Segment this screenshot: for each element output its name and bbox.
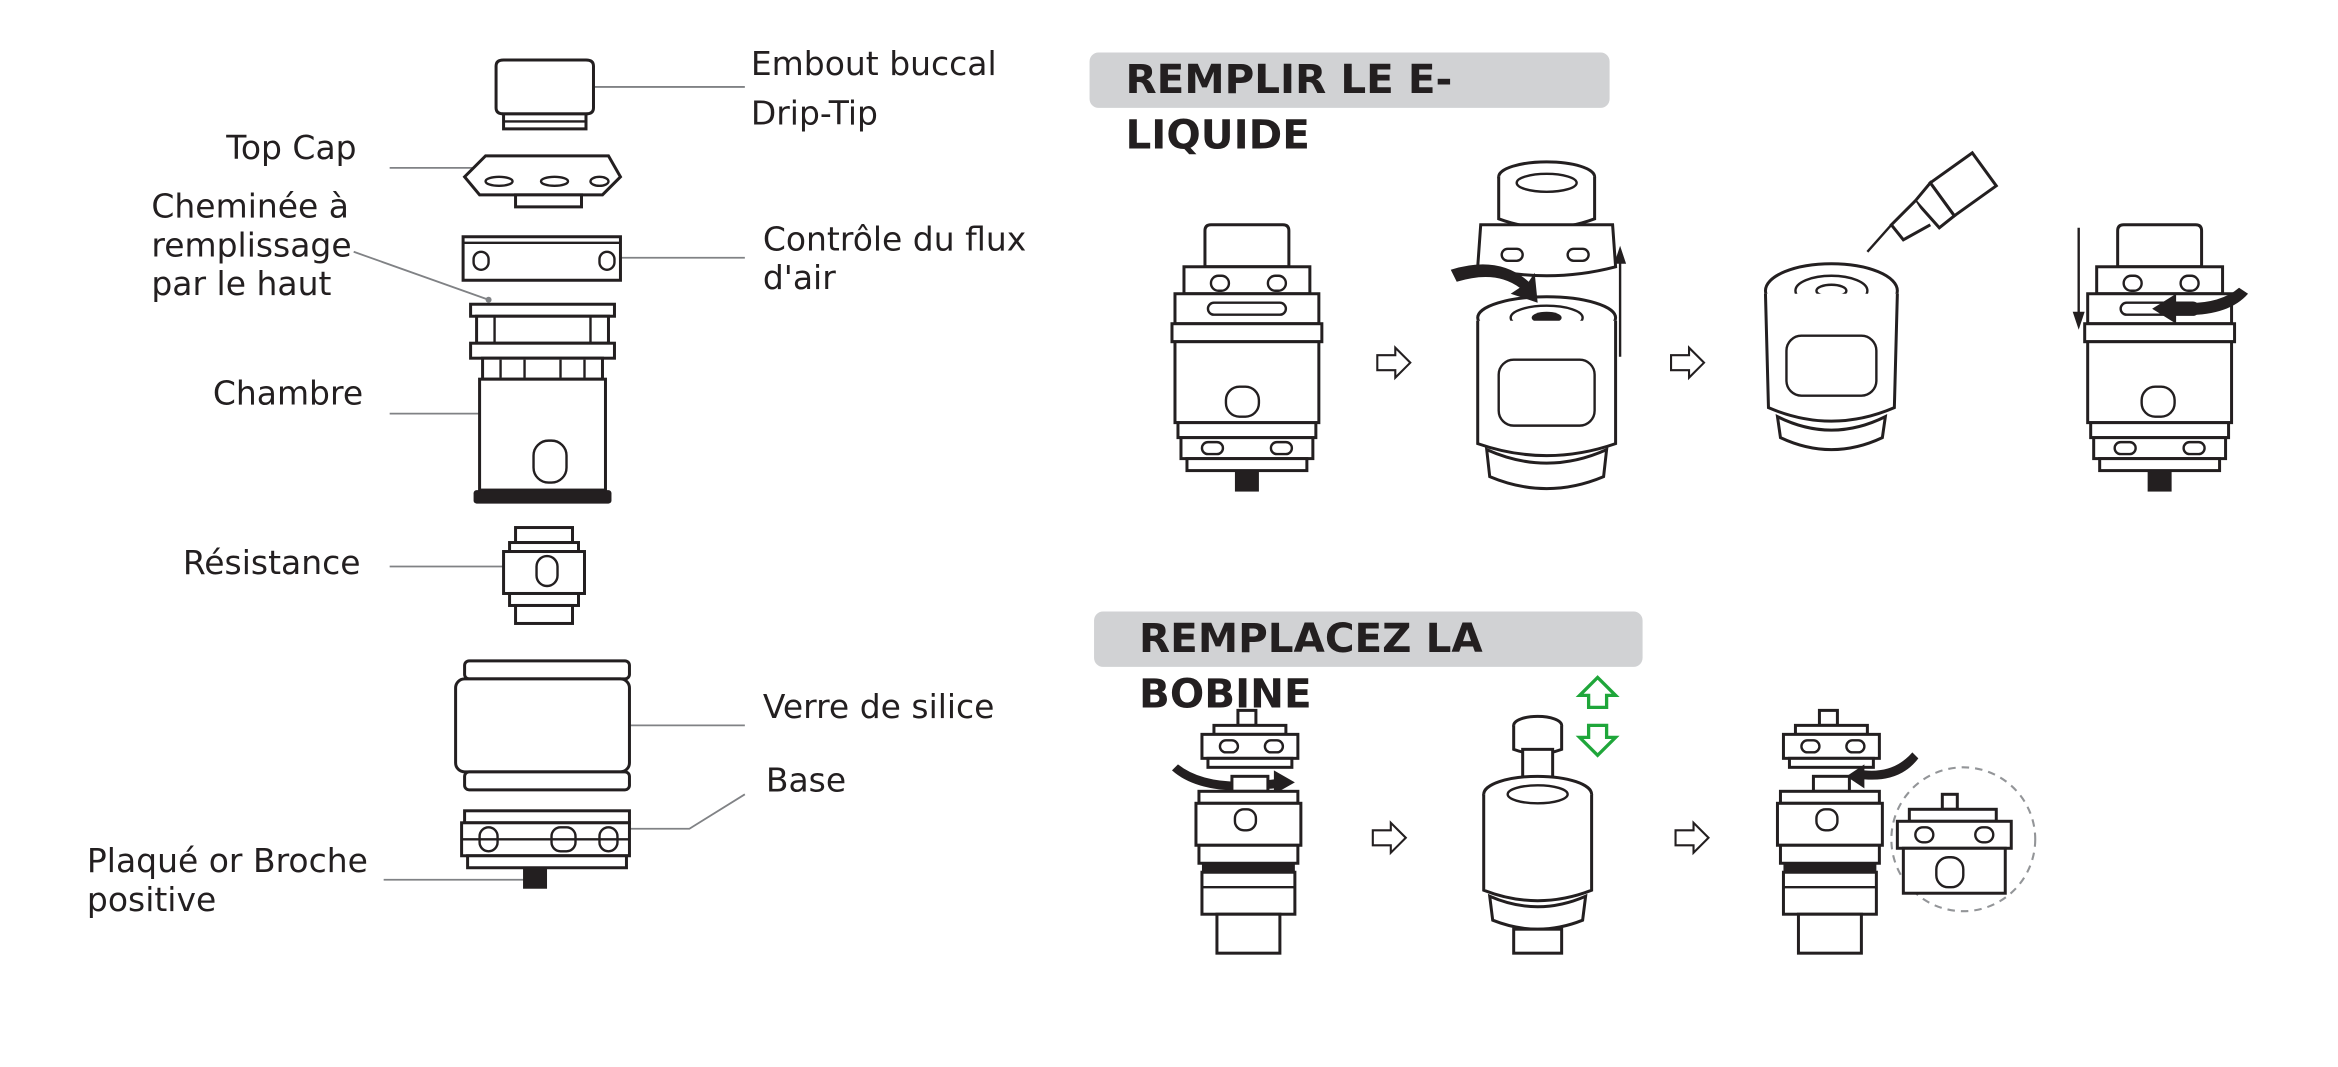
fill-step4-closed-tank bbox=[2072, 223, 2249, 492]
coil-step2-swap-coil bbox=[1482, 675, 1620, 955]
label-pin-line1: Plaqué or Broche bbox=[86, 843, 368, 882]
label-top-cap: Top Cap bbox=[226, 130, 357, 168]
rotate-arrow-icon bbox=[2152, 287, 2249, 324]
airflow-ring-part bbox=[461, 235, 622, 282]
fill-step1-tank bbox=[1170, 223, 1324, 492]
label-chamber: Chambre bbox=[212, 376, 364, 414]
coil-step1-unscrew bbox=[1171, 708, 1303, 955]
label-glass: Verre de silice bbox=[762, 689, 995, 727]
top-cap-part bbox=[462, 154, 623, 209]
step-arrow-icon bbox=[1376, 345, 1412, 381]
label-base: Base bbox=[765, 762, 847, 801]
green-up-arrow-icon bbox=[1575, 675, 1620, 710]
glass-part bbox=[454, 659, 631, 792]
label-top-fill-line3: par le haut bbox=[151, 266, 332, 305]
label-top-fill: Cheminée à remplissage par le haut bbox=[151, 189, 351, 306]
coil-step3-reassemble bbox=[1775, 708, 2037, 955]
green-down-arrow-icon bbox=[1575, 723, 1620, 758]
label-airflow-line1: Contrôle du flux bbox=[762, 221, 1027, 260]
drip-tip-part bbox=[494, 58, 595, 131]
down-arrow-icon bbox=[2072, 311, 2085, 330]
coil-part bbox=[502, 526, 586, 625]
section-title-coil: REMPLACEZ LA BOBINE bbox=[1094, 611, 1643, 718]
label-coil: Résistance bbox=[182, 545, 361, 583]
label-airflow: Contrôle du flux d'air bbox=[763, 222, 1026, 300]
fill-step2-open-tank bbox=[1450, 160, 1627, 490]
rotate-arrow-icon bbox=[1846, 752, 1919, 789]
chamber-part bbox=[469, 302, 616, 504]
label-drip-tip: Embout buccal Drip-Tip bbox=[751, 46, 997, 134]
label-top-fill-line1: Cheminée à bbox=[151, 188, 350, 227]
section-title-fill: REMPLIR LE E-LIQUIDE bbox=[1089, 52, 1610, 159]
exploded-diagram bbox=[353, 58, 746, 889]
base-part bbox=[460, 809, 631, 889]
label-drip-tip-line1: Embout buccal bbox=[750, 46, 997, 84]
label-top-fill-line2: remplissage bbox=[151, 227, 352, 266]
up-arrow-icon bbox=[1614, 245, 1627, 264]
label-pin-line2: positive bbox=[86, 882, 217, 921]
label-airflow-line2: d'air bbox=[762, 260, 836, 299]
step-arrow-icon bbox=[1371, 820, 1408, 856]
step-arrow-icon bbox=[1674, 820, 1711, 856]
fill-step3-filling bbox=[1763, 150, 1999, 452]
e-liquid-bottle-icon bbox=[1866, 150, 1999, 253]
step-arrow-icon bbox=[1670, 345, 1706, 381]
label-pin: Plaqué or Broche positive bbox=[87, 844, 368, 922]
label-drip-tip-line2: Drip-Tip bbox=[750, 95, 878, 134]
